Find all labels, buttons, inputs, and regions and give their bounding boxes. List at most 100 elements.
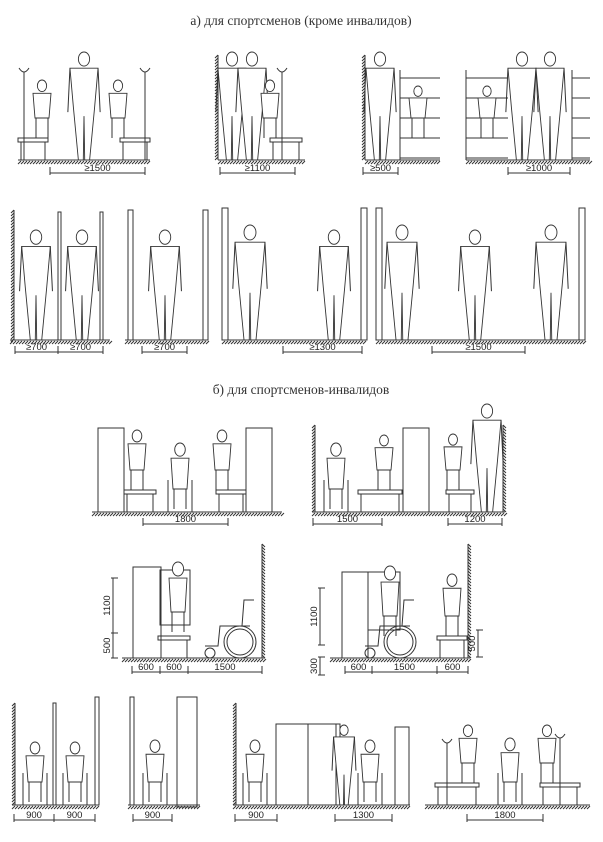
- arms: [533, 242, 569, 289]
- wall-hatch: [311, 424, 316, 513]
- seated-person: [443, 433, 463, 490]
- floor-hatch: [311, 512, 508, 517]
- standing-person: [148, 229, 182, 341]
- arms: [67, 68, 101, 113]
- head: [69, 741, 81, 755]
- legs: [540, 763, 554, 783]
- shelving: [176, 696, 198, 808]
- arms: [363, 68, 397, 113]
- torso: [458, 737, 478, 764]
- dimension-lines: ≥1500≥1100≥500≥1000≥700≥700≥700≥1300≥150…: [13, 163, 571, 822]
- wall-hatch: [11, 702, 16, 806]
- locker: [245, 427, 273, 513]
- dimension-label: 1300: [353, 810, 374, 821]
- bench-seat: [215, 489, 247, 495]
- head: [245, 51, 259, 67]
- seated-person: [380, 565, 400, 636]
- floor-hatch: [11, 805, 100, 810]
- body: [21, 245, 51, 341]
- legs: [173, 489, 187, 509]
- head: [379, 434, 389, 447]
- dimension-label: 900: [67, 810, 83, 821]
- wheelchair-frame: [497, 773, 523, 805]
- standing-person: [317, 229, 351, 341]
- torso: [443, 446, 463, 471]
- dimension: 600: [131, 662, 161, 674]
- torso: [168, 577, 188, 613]
- floor-hatch: [465, 160, 593, 165]
- floor: [9, 339, 113, 345]
- standing-person: [384, 224, 420, 341]
- dimension-label: 1500: [337, 514, 358, 525]
- head: [543, 51, 557, 67]
- legs: [248, 782, 262, 802]
- locker: [402, 427, 430, 513]
- seated-person: [245, 739, 265, 802]
- shelving: [571, 70, 590, 160]
- head: [158, 229, 172, 245]
- wheelchair: [167, 480, 193, 512]
- partition: [202, 209, 209, 341]
- head: [29, 741, 41, 755]
- head: [327, 229, 341, 245]
- dimension-label: 1800: [175, 514, 196, 525]
- coat-hanger: [139, 67, 151, 160]
- wall-hatch: [261, 543, 266, 659]
- floor-hatch: [221, 340, 367, 345]
- locker: [394, 726, 410, 806]
- standing-person: [235, 51, 269, 161]
- arms: [317, 246, 351, 292]
- wheelchair: [323, 480, 349, 512]
- dimension-label: ≥1500: [465, 342, 491, 353]
- dimension-label: 500: [102, 638, 113, 654]
- bench: [269, 137, 303, 160]
- seated-person: [500, 737, 520, 802]
- seated-person: [537, 724, 557, 783]
- legs: [28, 782, 42, 802]
- torso: [374, 447, 394, 471]
- arms: [331, 736, 357, 771]
- dimension: ≥700: [141, 342, 188, 354]
- legs: [263, 118, 277, 138]
- seated-person: [127, 429, 147, 490]
- wheelchair-frame: [357, 773, 383, 805]
- seated-person: [477, 85, 497, 138]
- seated-person: [458, 724, 478, 783]
- wheelchair: [357, 773, 383, 805]
- head: [480, 403, 494, 419]
- vertical-dimension: 1100: [102, 577, 118, 634]
- head: [249, 739, 261, 753]
- body: [69, 67, 99, 161]
- floor-hatch: [364, 160, 441, 165]
- wheelchair: [364, 599, 417, 659]
- bench-seat: [434, 782, 480, 788]
- dimension: ≥700: [14, 342, 59, 354]
- standing-person: [363, 51, 397, 161]
- head: [446, 573, 458, 587]
- body: [237, 67, 267, 161]
- dimension-label: ≥1500: [84, 163, 110, 174]
- floor-hatch: [424, 805, 591, 810]
- arms: [19, 246, 53, 292]
- wheelchair-frame: [242, 773, 268, 805]
- legs: [411, 118, 425, 138]
- dimension-label: 600: [351, 662, 367, 673]
- seated-person: [212, 429, 232, 490]
- dimension: 1500: [371, 662, 438, 674]
- head: [515, 51, 529, 67]
- floor-hatch: [124, 340, 210, 345]
- partition: [578, 207, 586, 341]
- head: [29, 229, 43, 245]
- legs: [503, 782, 517, 802]
- seated-person: [32, 79, 52, 138]
- wheelchair-frame: [167, 480, 193, 512]
- dimension-label: ≥700: [26, 342, 47, 353]
- wheelchair: [142, 773, 168, 805]
- hanger-hook: [139, 67, 151, 73]
- arms: [65, 246, 99, 292]
- wall: [261, 543, 266, 659]
- dimension: 1200: [447, 514, 503, 526]
- wheel: [383, 625, 417, 659]
- dimension-label: 600: [166, 662, 182, 673]
